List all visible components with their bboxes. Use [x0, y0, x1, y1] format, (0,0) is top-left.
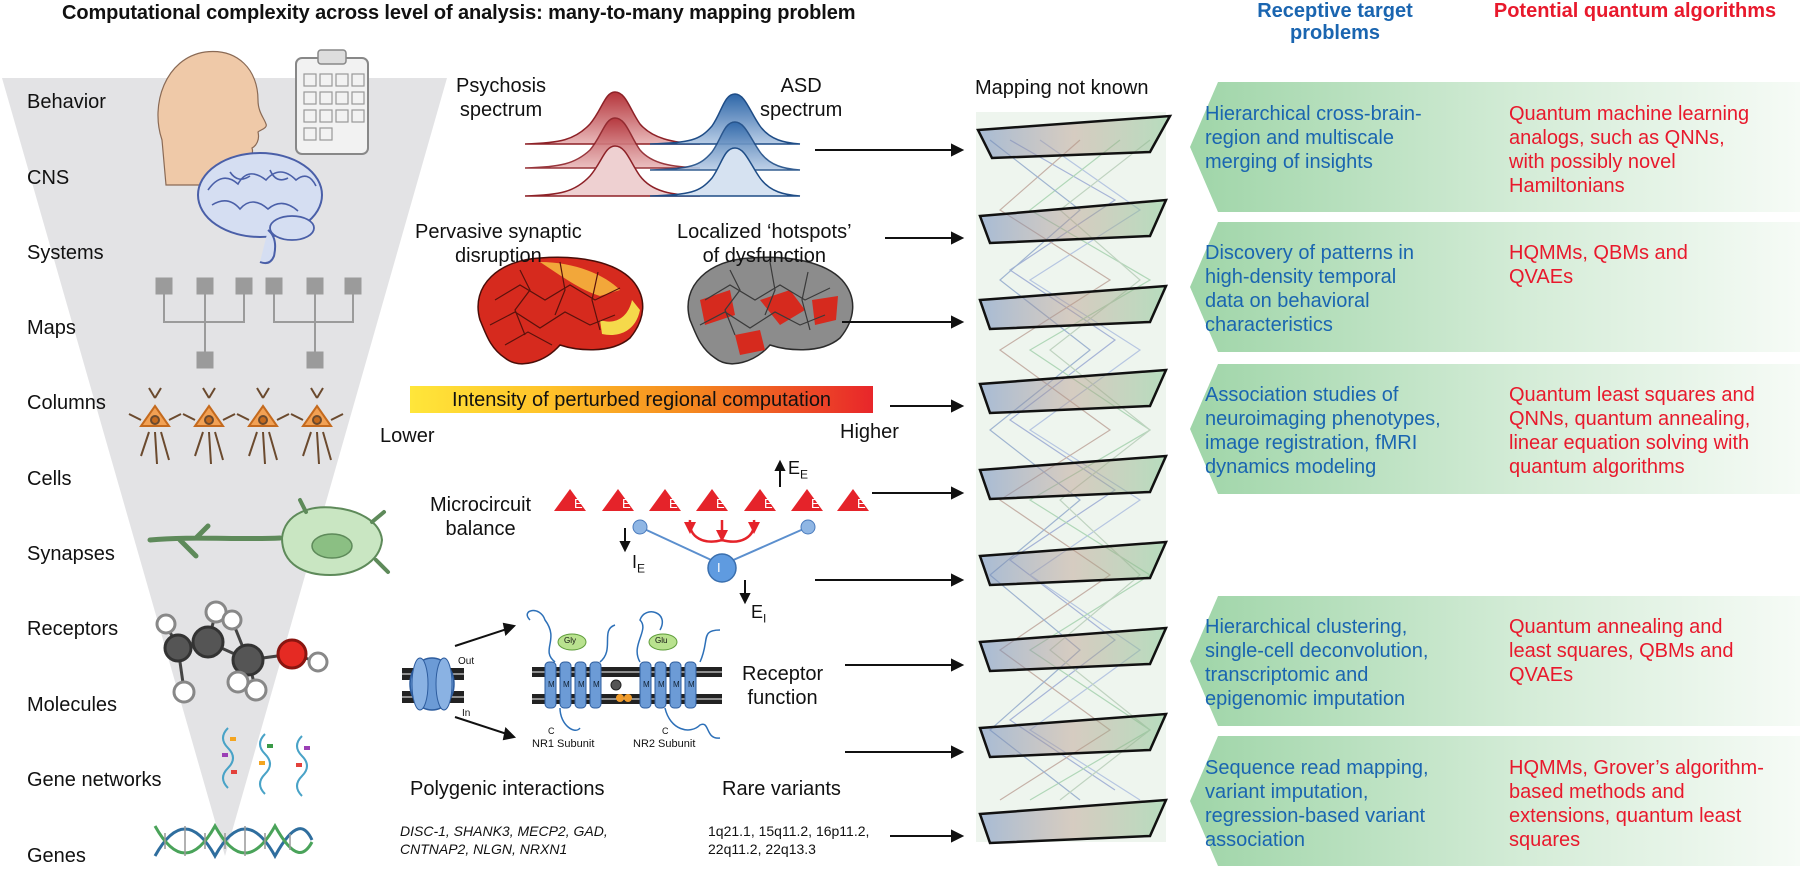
pervasive-disruption-label: Pervasive synaptic disruption [415, 221, 582, 267]
level-gene-networks: Gene networks [27, 769, 162, 791]
ei-label: EI [751, 602, 767, 626]
c-label-nr2: C [662, 726, 669, 736]
level-maps: Maps [27, 317, 76, 339]
polygenic-interactions-label: Polygenic interactions [410, 778, 605, 800]
header-receptive-problems: Receptive target problems [1257, 0, 1413, 44]
rare-variants-label: Rare variants [722, 778, 841, 800]
excitatory-neuron-labels: E E E E E E E [574, 496, 866, 511]
receptor-function-label: Receptor function [742, 663, 824, 709]
row-1-algorithm: Quantum machine learning analogs, such a… [1509, 103, 1750, 197]
level-molecules: Molecules [27, 694, 118, 716]
row-4-problem: Hierarchical clustering, single-cell dec… [1205, 616, 1429, 710]
asd-ridgeline-plot [649, 93, 801, 197]
psychosis-ridgeline-plot [524, 91, 701, 197]
localized-hotspots-brain [687, 256, 854, 365]
column-neurons-icon [128, 387, 344, 465]
level-behavior: Behavior [27, 91, 106, 113]
in-label: In [462, 708, 471, 719]
systems-hierarchy-icon [155, 277, 362, 369]
row-3-problem: Association studies of neuroimaging phen… [1205, 384, 1441, 478]
figure-title: Computational complexity across level of… [62, 2, 856, 24]
gene-network-icon [222, 727, 310, 797]
colorbar-higher-label: Higher [840, 421, 899, 443]
c-label-nr1: C [548, 726, 555, 736]
gene-list: DISC-1, SHANK3, MECP2, GAD, CNTNAP2, NLG… [400, 823, 608, 857]
header-quantum-algorithms: Potential quantum algorithms [1493, 0, 1777, 22]
colorbar-lower-label: Lower [380, 425, 435, 447]
level-cns: CNS [27, 167, 70, 189]
mapping-layer-stack [976, 112, 1173, 845]
row-5-problem: Sequence read mapping, variant imputatio… [1205, 757, 1429, 851]
level-receptors: Receptors [27, 618, 119, 640]
problem-bands [1190, 82, 1800, 866]
intensity-colorbar-label: Intensity of perturbed regional computat… [451, 389, 832, 411]
ion-channel-illustration [402, 622, 517, 741]
asd-spectrum-label: ASD spectrum [760, 75, 843, 121]
row-2-problem: Discovery of patterns in high-density te… [1205, 242, 1414, 336]
variant-list: 1q21.1, 15q11.2, 16p11.2, 22q11.2, 22q13… [708, 823, 870, 857]
level-genes: Genes [27, 845, 86, 867]
inhibitory-neuron-label: I [717, 560, 721, 575]
row-4-algorithm: Quantum annealing and least squares, QBM… [1509, 616, 1734, 686]
analysis-funnel [2, 78, 447, 856]
psychosis-spectrum-label: Psychosis spectrum [456, 75, 547, 121]
nr1-subunit-label: NR1 Subunit [532, 738, 595, 750]
ie-label: IE [632, 552, 646, 576]
row-1-problem: Hierarchical cross-brain- region and mul… [1205, 103, 1422, 173]
brain-icon [197, 152, 323, 265]
localized-hotspots-label: Localized ‘hotspots’ of dysfunction [677, 221, 852, 267]
level-columns: Columns [27, 392, 106, 414]
gly-label: Gly [564, 636, 576, 645]
intensity-colorbar [410, 386, 873, 413]
clipboard-icon [295, 49, 369, 155]
molecule-icon [155, 600, 329, 704]
level-cells: Cells [27, 468, 72, 490]
row-2-algorithm: HQMMs, QBMs and QVAEs [1509, 242, 1688, 288]
mapping-not-known-label: Mapping not known [975, 77, 1149, 99]
row-5-algorithm: HQMMs, Grover’s algorithm- based methods… [1509, 757, 1764, 851]
level-systems: Systems [27, 242, 104, 264]
glu-label: Glu [655, 636, 668, 645]
synapse-cell-icon [147, 498, 390, 577]
out-label: Out [458, 656, 475, 667]
level-synapses: Synapses [27, 543, 115, 565]
nmda-receptor-illustration [526, 609, 722, 739]
ee-label: EE [788, 458, 809, 482]
nr2-subunit-label: NR2 Subunit [633, 738, 696, 750]
row-3-algorithm: Quantum least squares and QNNs, quantum … [1509, 384, 1755, 478]
mapping-arrows [815, 143, 965, 843]
microcircuit-diagram [554, 459, 869, 605]
microcircuit-balance-label: Microcircuit balance [430, 494, 532, 540]
pervasive-disruption-brain [477, 256, 644, 365]
dna-helix-icon [153, 822, 314, 860]
